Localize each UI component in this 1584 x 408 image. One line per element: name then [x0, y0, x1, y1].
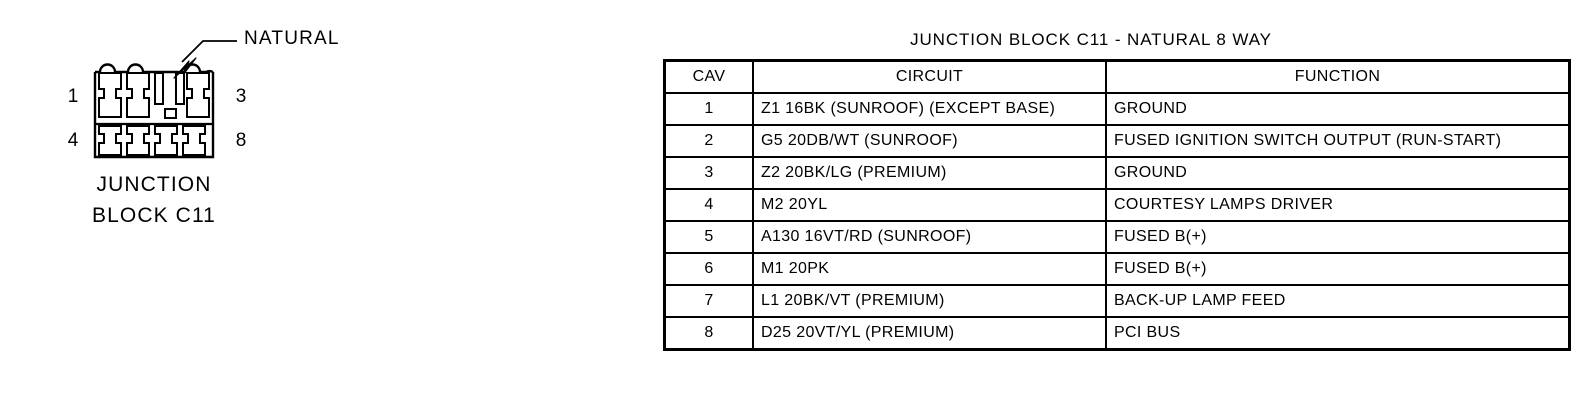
cell-function: FUSED B(+) — [1105, 220, 1571, 254]
pinout-section: JUNCTION BLOCK C11 - NATURAL 8 WAY CAV C… — [663, 30, 1571, 351]
pinout-table: CAV CIRCUIT FUNCTION 1 Z1 16BK (SUNROOF)… — [663, 59, 1571, 351]
cell-circuit: Z2 20BK/LG (PREMIUM) — [752, 156, 1107, 190]
cell-circuit: Z1 16BK (SUNROOF) (EXCEPT BASE) — [752, 92, 1107, 126]
table-row: 6 M1 20PK FUSED B(+) — [663, 252, 1571, 286]
table-row: 2 G5 20DB/WT (SUNROOF) FUSED IGNITION SW… — [663, 124, 1571, 158]
cavity-bottom-5 — [126, 125, 150, 156]
cavity-top-2 — [126, 72, 150, 118]
pin-label-4: 4 — [67, 130, 79, 151]
cell-circuit: D25 20VT/YL (PREMIUM) — [752, 316, 1107, 351]
figure-caption-line-2: BLOCK C11 — [92, 204, 216, 227]
table-row: 7 L1 20BK/VT (PREMIUM) BACK-UP LAMP FEED — [663, 284, 1571, 318]
cavity-bottom-6 — [154, 125, 178, 156]
pin-label-1: 1 — [67, 86, 79, 107]
pinout-table-body: 1 Z1 16BK (SUNROOF) (EXCEPT BASE) GROUND… — [663, 92, 1571, 351]
cell-cav: 5 — [663, 220, 754, 254]
column-header-circuit: CIRCUIT — [752, 59, 1107, 94]
cell-function: COURTESY LAMPS DRIVER — [1105, 188, 1571, 222]
cell-function: FUSED IGNITION SWITCH OUTPUT (RUN-START) — [1105, 124, 1571, 158]
cell-cav: 4 — [663, 188, 754, 222]
cell-circuit: A130 16VT/RD (SUNROOF) — [752, 220, 1107, 254]
cell-cav: 3 — [663, 156, 754, 190]
table-row: 4 M2 20YL COURTESY LAMPS DRIVER — [663, 188, 1571, 222]
table-row: 3 Z2 20BK/LG (PREMIUM) GROUND — [663, 156, 1571, 190]
callout-leader-line — [181, 40, 237, 63]
cell-circuit: M1 20PK — [752, 252, 1107, 286]
pin-label-8: 8 — [235, 130, 247, 151]
column-header-function: FUNCTION — [1105, 59, 1571, 94]
table-header-row: CAV CIRCUIT FUNCTION — [663, 59, 1571, 94]
cavity-bottom-4 — [98, 125, 122, 156]
table-row: 1 Z1 16BK (SUNROOF) (EXCEPT BASE) GROUND — [663, 92, 1571, 126]
cell-cav: 1 — [663, 92, 754, 126]
cell-circuit: M2 20YL — [752, 188, 1107, 222]
table-row: 5 A130 16VT/RD (SUNROOF) FUSED B(+) — [663, 220, 1571, 254]
callout-arrowhead — [173, 57, 197, 79]
cell-cav: 6 — [663, 252, 754, 286]
cell-circuit: G5 20DB/WT (SUNROOF) — [752, 124, 1107, 158]
cell-cav: 2 — [663, 124, 754, 158]
cell-function: PCI BUS — [1105, 316, 1571, 351]
connector-figure: NATURAL 1 4 3 8 JUNCTION BLOCK C11 — [0, 0, 420, 250]
figure-caption-line-1: JUNCTION — [96, 173, 212, 196]
pin-label-3: 3 — [235, 86, 247, 107]
cell-function: GROUND — [1105, 156, 1571, 190]
cell-function: GROUND — [1105, 92, 1571, 126]
cell-circuit: L1 20BK/VT (PREMIUM) — [752, 284, 1107, 318]
cell-cav: 8 — [663, 316, 754, 351]
connector-top-edge — [95, 63, 214, 74]
connector-body-outline — [93, 72, 215, 159]
cavity-top-1 — [98, 72, 122, 118]
connector-diagram-svg — [93, 40, 237, 159]
pinout-title: JUNCTION BLOCK C11 - NATURAL 8 WAY — [910, 30, 1272, 49]
table-row: 8 D25 20VT/YL (PREMIUM) PCI BUS — [663, 316, 1571, 351]
pinout-table-head: CAV CIRCUIT FUNCTION — [663, 59, 1571, 94]
cavity-key-slot-right — [175, 72, 185, 105]
keying-square — [164, 108, 177, 119]
cell-function: FUSED B(+) — [1105, 252, 1571, 286]
cavity-top-3 — [186, 72, 210, 118]
cell-function: BACK-UP LAMP FEED — [1105, 284, 1571, 318]
cavity-bottom-7 — [182, 125, 206, 156]
cell-cav: 7 — [663, 284, 754, 318]
cavity-key-slot-left — [154, 72, 164, 105]
natural-callout-label: NATURAL — [244, 28, 340, 49]
column-header-cav: CAV — [663, 59, 754, 94]
